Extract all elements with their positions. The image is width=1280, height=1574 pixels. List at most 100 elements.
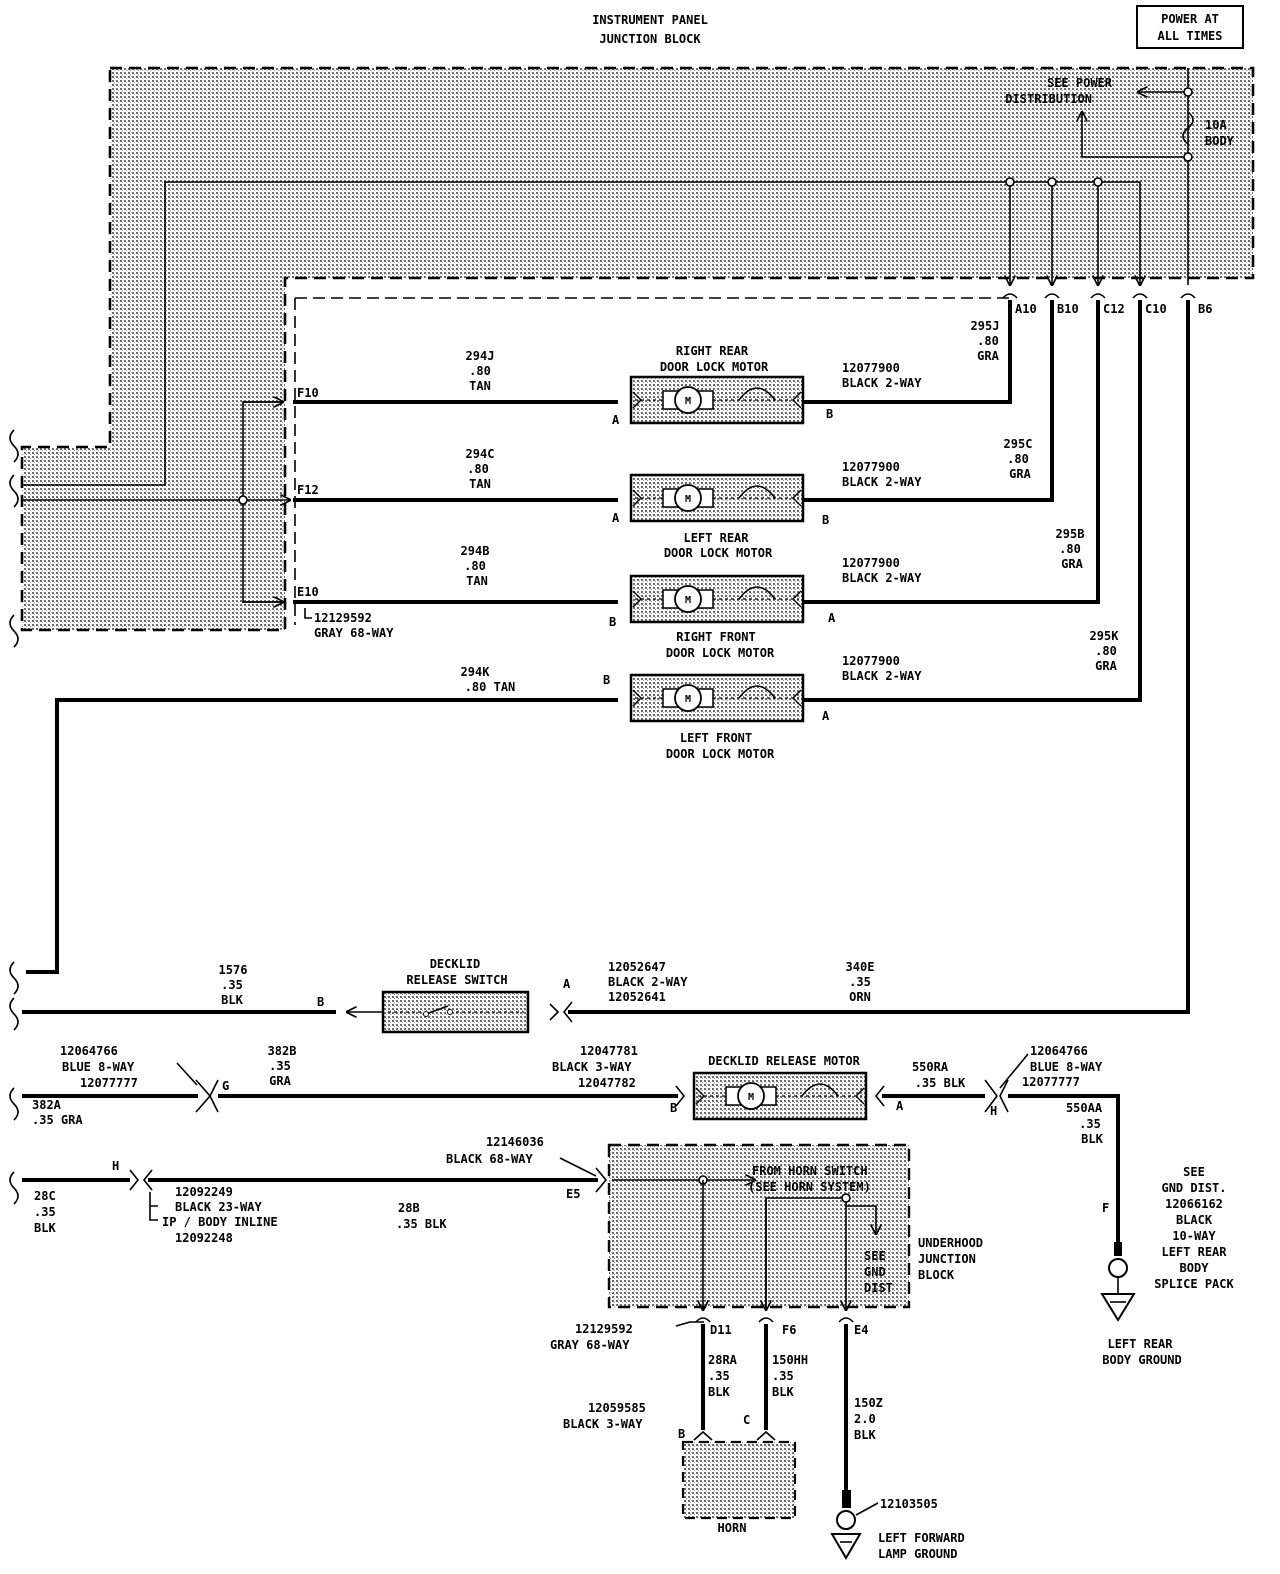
lr-splice-3: SPLICE PACK — [1154, 1277, 1234, 1291]
left-front-door-lock-motor: LEFT FRONT DOOR LOCK MOTOR B A 12077900 … — [603, 654, 922, 761]
left-rear-body-ground: F SEE GND DIST. 12066162 BLACK 10-WAY LE… — [1100, 1165, 1235, 1367]
lr-pin-left: A — [612, 511, 620, 525]
decklid-motor-title: DECKLID RELEASE MOTOR — [708, 1054, 860, 1068]
w294c-color: TAN — [469, 477, 491, 491]
w28c-id: 28C — [34, 1189, 56, 1203]
conn-h-right-part-2: 12077777 — [1022, 1075, 1080, 1089]
inline-part-1: 12092249 — [175, 1185, 233, 1199]
w295b-id: 295B — [1056, 527, 1085, 541]
w28ra-color: BLK — [708, 1385, 730, 1399]
ub-dist: DIST — [864, 1281, 893, 1295]
ip-conn-desc: GRAY 68-WAY — [314, 626, 394, 640]
inline-pin: H — [112, 1159, 119, 1173]
conn-g-conn: BLUE 8-WAY — [62, 1060, 135, 1074]
switch-label-1: DECKLID — [430, 957, 481, 971]
lr-splice-1: LEFT REAR — [1161, 1245, 1227, 1259]
switch-label-2: RELEASE SWITCH — [406, 973, 507, 987]
w295c-gauge: .80 — [1007, 452, 1029, 466]
lf-pin-left: B — [603, 673, 610, 687]
w294b-gauge: .80 — [464, 559, 486, 573]
conn-3way-conn: BLACK 3-WAY — [552, 1060, 632, 1074]
lr-ground-way: 10-WAY — [1172, 1229, 1216, 1243]
ipjb-title-1: INSTRUMENT PANEL — [592, 13, 708, 27]
inline-part-2: 12092248 — [175, 1231, 233, 1245]
horn-circuit: H 12092249 BLACK 23-WAY IP / BODY INLINE… — [9, 1135, 983, 1561]
door-lock-wires — [26, 300, 1190, 1014]
pin-c10: C10 — [1145, 302, 1167, 316]
conn-f12: F12 — [297, 483, 319, 497]
rf-motor-label-1: RIGHT FRONT — [676, 630, 755, 644]
ub-conn-top-part: 12146036 — [486, 1135, 544, 1149]
lf-conn: BLACK 2-WAY — [842, 669, 922, 683]
right-front-door-lock-motor: RIGHT FRONT DOOR LOCK MOTOR B A 12077900… — [609, 556, 922, 660]
w550ra-id: 550RA — [912, 1060, 949, 1074]
lf-pin-right: A — [822, 709, 830, 723]
lr-conn: BLACK 2-WAY — [842, 475, 922, 489]
fuse-amp: 10A — [1205, 118, 1227, 132]
w550aa-gauge: .35 — [1079, 1117, 1101, 1131]
w340e-gauge: .35 — [849, 975, 871, 989]
conn-h-right-part-1: 12064766 — [1030, 1044, 1088, 1058]
w382b-id: 382B — [268, 1044, 297, 1058]
fuse-name: BODY — [1205, 134, 1235, 148]
lr-ground-pin: F — [1102, 1201, 1109, 1215]
rr-conn: BLACK 2-WAY — [842, 376, 922, 390]
ip-junction-block: INSTRUMENT PANEL JUNCTION BLOCK — [20, 13, 1255, 632]
lr-ground-label-2: BODY GROUND — [1102, 1353, 1181, 1367]
w28b-id: 28B — [398, 1201, 420, 1215]
lf-ground-part: 12103505 — [880, 1497, 938, 1511]
w340e-id: 340E — [846, 960, 875, 974]
w1576-gauge: .35 — [221, 978, 243, 992]
see-power-2: DISTRIBUTION — [1005, 92, 1092, 106]
w1576-id: 1576 — [219, 963, 248, 977]
rf-motor-label-2: DOOR LOCK MOTOR — [666, 646, 775, 660]
horn-conn-part: 12059585 — [588, 1401, 646, 1415]
rr-pin-right: B — [826, 407, 833, 421]
ub-pin-d11: D11 — [710, 1323, 732, 1337]
ub-pin-f6: F6 — [782, 1323, 796, 1337]
horn-pin-c: C — [743, 1413, 750, 1427]
w150z-color: BLK — [854, 1428, 876, 1442]
lr-part: 12077900 — [842, 460, 900, 474]
conn-3way-part-1: 12047781 — [580, 1044, 638, 1058]
decklid-motor-pin-a: A — [896, 1099, 904, 1113]
w295c-color: GRA — [1009, 467, 1031, 481]
rf-conn: BLACK 2-WAY — [842, 571, 922, 585]
ip-conn-part: 12129592 — [314, 611, 372, 625]
lr-ground-part: 12066162 — [1165, 1197, 1223, 1211]
conn-g-part-2: 12077777 — [80, 1076, 138, 1090]
rf-pin-right: A — [828, 611, 836, 625]
w382b-color: GRA — [269, 1074, 291, 1088]
w150z-gauge: 2.0 — [854, 1412, 876, 1426]
left-forward-lamp-ground: 12103505 LEFT FORWARD LAMP GROUND — [830, 1490, 965, 1561]
conn-h-right-conn: BLUE 8-WAY — [1030, 1060, 1103, 1074]
w28c-gauge: .35 — [34, 1205, 56, 1219]
pin-a10: A10 — [1015, 302, 1037, 316]
w1576-color: BLK — [221, 993, 243, 1007]
decklid-motor-pin-b: B — [670, 1101, 677, 1115]
from-horn-2: (SEE HORN SYSTEM) — [748, 1180, 871, 1194]
w550aa-id: 550AA — [1066, 1101, 1103, 1115]
w550ra-label: .35 BLK — [915, 1076, 966, 1090]
lf-part: 12077900 — [842, 654, 900, 668]
power-label-2: ALL TIMES — [1157, 29, 1222, 43]
conn-f10: F10 — [297, 386, 319, 400]
lr-motor-label-1: LEFT REAR — [683, 531, 749, 545]
rr-pin-left: A — [612, 413, 620, 427]
switch-pin-a: A — [563, 977, 571, 991]
w550aa-color: BLK — [1081, 1132, 1103, 1146]
w382b-gauge: .35 — [269, 1059, 291, 1073]
w150hh-color: BLK — [772, 1385, 794, 1399]
ub-conn-bottom-conn: GRAY 68-WAY — [550, 1338, 630, 1352]
ub-gnd: GND — [864, 1265, 886, 1279]
wire-labels: 294J .80 TAN 294C .80 TAN 294B .80 TAN 2… — [461, 319, 1120, 694]
switch-part-2: 12052641 — [608, 990, 666, 1004]
ub-label-3: BLOCK — [918, 1268, 955, 1282]
w294b-color: TAN — [466, 574, 488, 588]
w294j-gauge: .80 — [469, 364, 491, 378]
switch-part-1: 12052647 — [608, 960, 666, 974]
ip-pin-labels: A10 B10 C12 C10 B6 F10 F12 E10 12129592 … — [297, 293, 1212, 640]
w295k-gauge: .80 — [1095, 644, 1117, 658]
w150hh-id: 150HH — [772, 1353, 808, 1367]
